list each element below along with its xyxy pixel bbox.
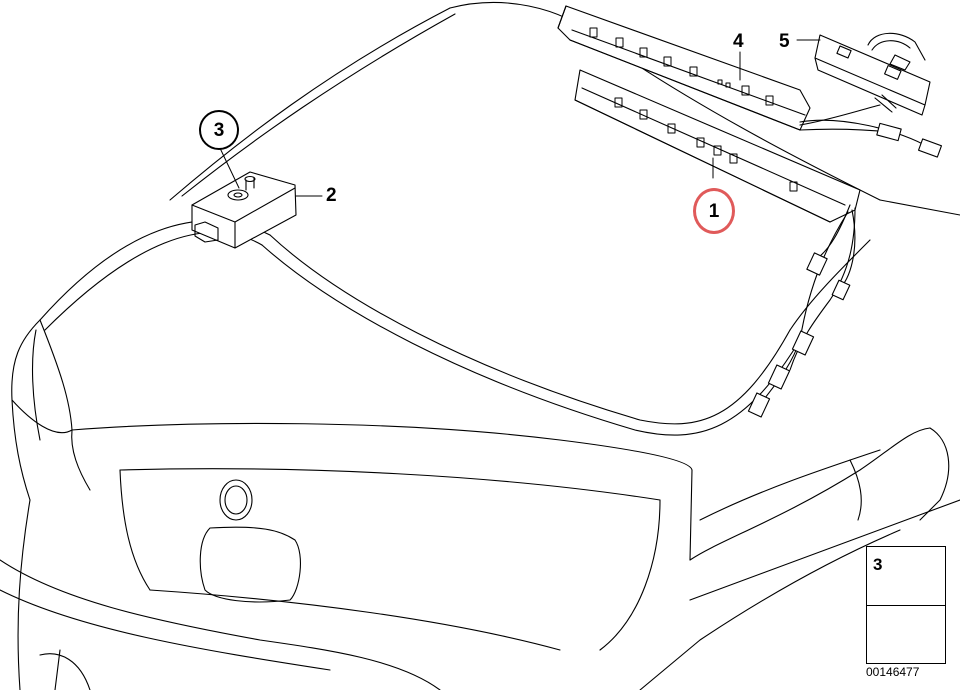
part-2-control-box — [191, 171, 297, 249]
part-1-wiring — [747, 204, 856, 418]
legend-divider — [867, 605, 945, 606]
part-4-wiring — [799, 94, 942, 158]
legend-part-number: 3 — [873, 555, 883, 574]
leader-lines — [218, 39, 821, 197]
part-4-antenna-strip — [557, 5, 811, 131]
part-5-connector-module — [814, 32, 931, 116]
document-number: 00146477 — [866, 665, 920, 679]
part-1-antenna-strip — [574, 69, 861, 223]
callout-part-2: 2 — [326, 185, 337, 206]
callout-part-1-label: 1 — [708, 200, 720, 222]
callout-part-4: 4 — [733, 31, 744, 52]
callout-part-3-label: 3 — [213, 119, 225, 141]
legend-box: 3 — [866, 546, 946, 664]
callout-part-1: 1 — [693, 188, 735, 234]
callout-part-3: 3 — [199, 110, 239, 150]
callout-part-5: 5 — [779, 31, 790, 52]
